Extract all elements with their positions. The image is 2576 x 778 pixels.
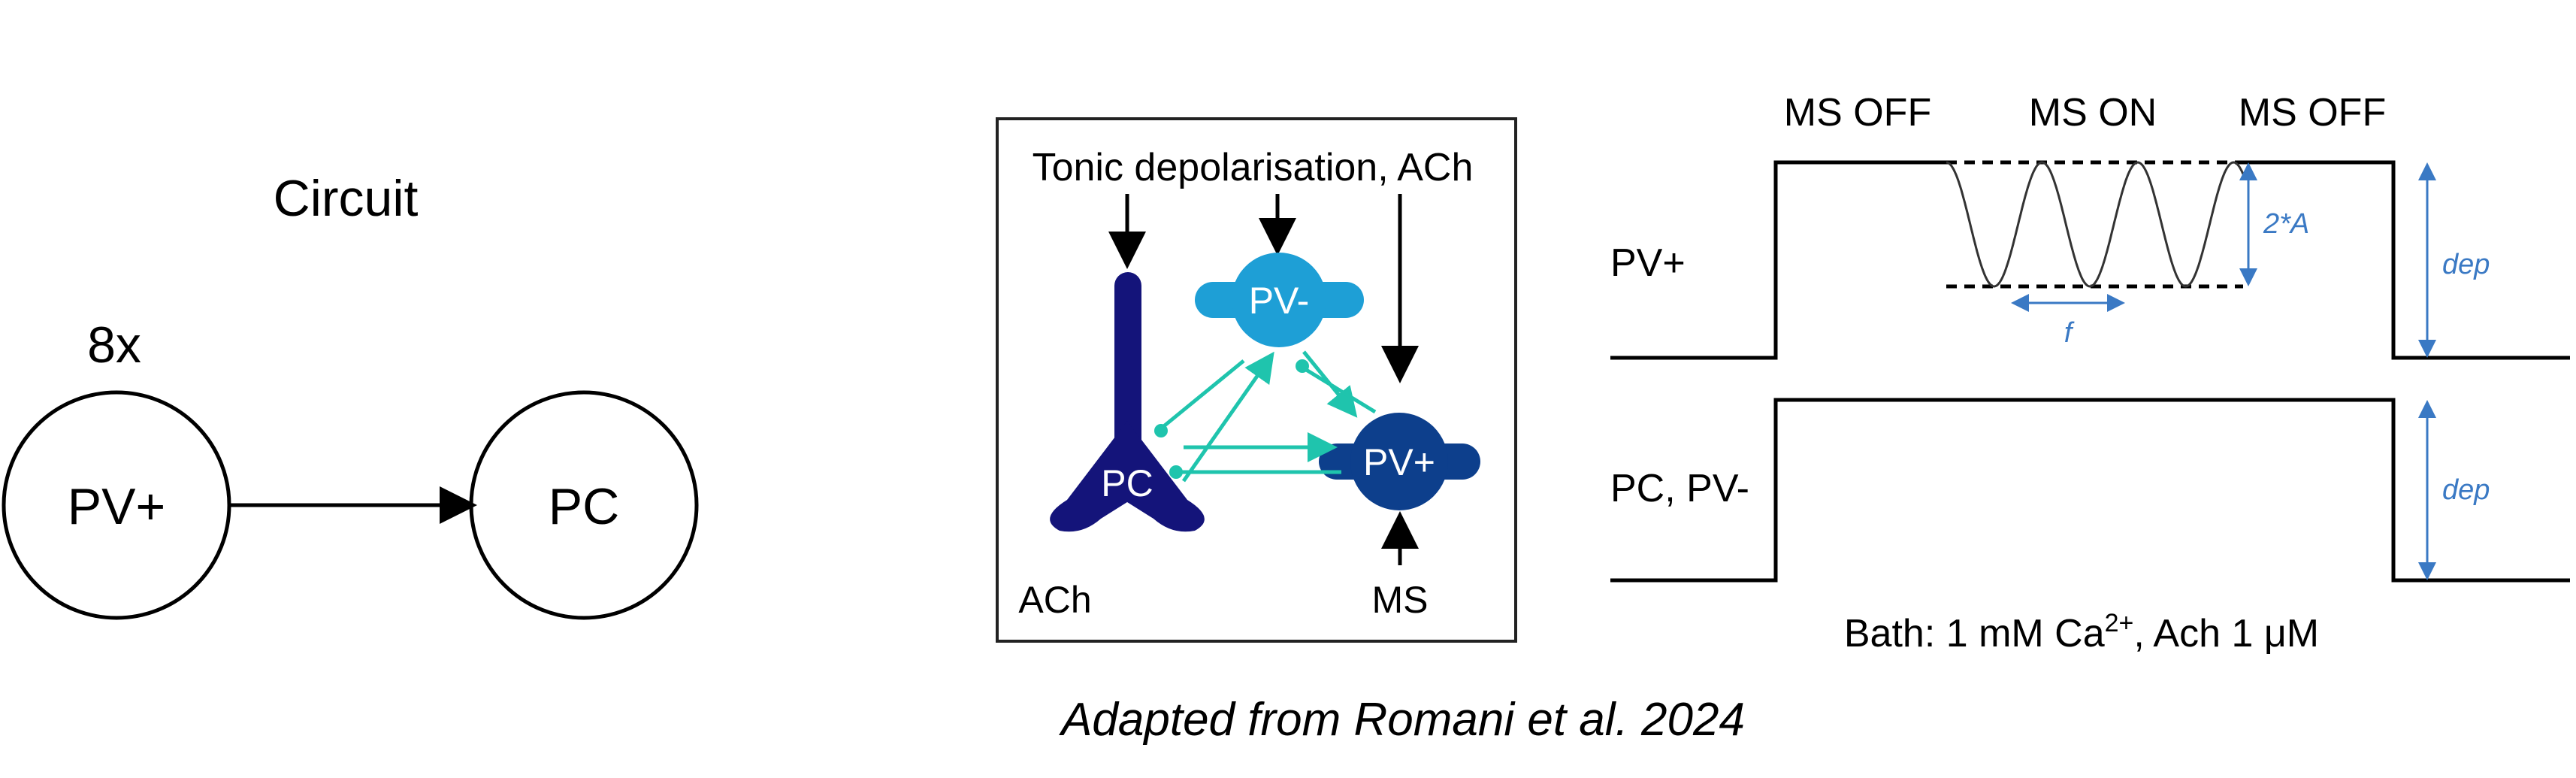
circuit-title: Circuit: [274, 170, 419, 227]
pv-plus-neuron-label: PV+: [1363, 441, 1435, 483]
dep-label-top: dep: [2442, 249, 2490, 280]
synaptic-connections: [1154, 350, 1377, 483]
amplitude-label: 2*A: [2263, 208, 2309, 240]
phase-label-1: MS OFF: [1784, 91, 1931, 135]
pc-pv-minus-trace: [1610, 398, 2570, 583]
left-circuit: Circuit 8x PV+ PC: [2, 170, 699, 620]
pc-node: [469, 390, 699, 620]
phase-label-3: MS OFF: [2239, 91, 2386, 135]
phase-label-2: MS ON: [2029, 91, 2157, 135]
tonic-input-label: Tonic depolarisation, ACh: [1033, 146, 1474, 189]
pv-plus-node-label: PV+: [68, 478, 165, 535]
pc-neuron: PC: [1050, 272, 1205, 532]
pc-neuron-label: PC: [1101, 462, 1153, 504]
ach-label: ACh: [1018, 579, 1091, 621]
pv-plus-trace: [1610, 160, 2570, 360]
ms-label: MS: [1372, 579, 1429, 621]
trace-label-pc-pv-minus: PC, PV-: [1610, 467, 1749, 510]
pv-minus-neuron-label: PV-: [1249, 280, 1310, 322]
dep-label-bottom: dep: [2442, 474, 2490, 506]
bath-conditions: Bath: 1 mM Ca2+, Ach 1 μM: [1844, 609, 2319, 655]
schematic-panel: Tonic depolarisation, ACh PC PV- PV+: [996, 117, 1517, 643]
pc-node-label: PC: [549, 478, 619, 535]
schematic-frame: [996, 117, 1517, 643]
frequency-label: f: [2064, 317, 2075, 349]
multiplier-label: 8x: [87, 316, 141, 374]
citation: Adapted from Romani et al. 2024: [1058, 694, 1745, 746]
trace-label-pv-plus: PV+: [1610, 241, 1686, 285]
oscillation-sine: [1946, 161, 2245, 288]
protocol-panel: MS OFF MS ON MS OFF PV+ PC, PV- 2*A f de…: [1610, 91, 2570, 655]
pv-minus-neuron: PV-: [1195, 253, 1364, 347]
pv-plus-neuron: PV+: [1319, 413, 1480, 510]
